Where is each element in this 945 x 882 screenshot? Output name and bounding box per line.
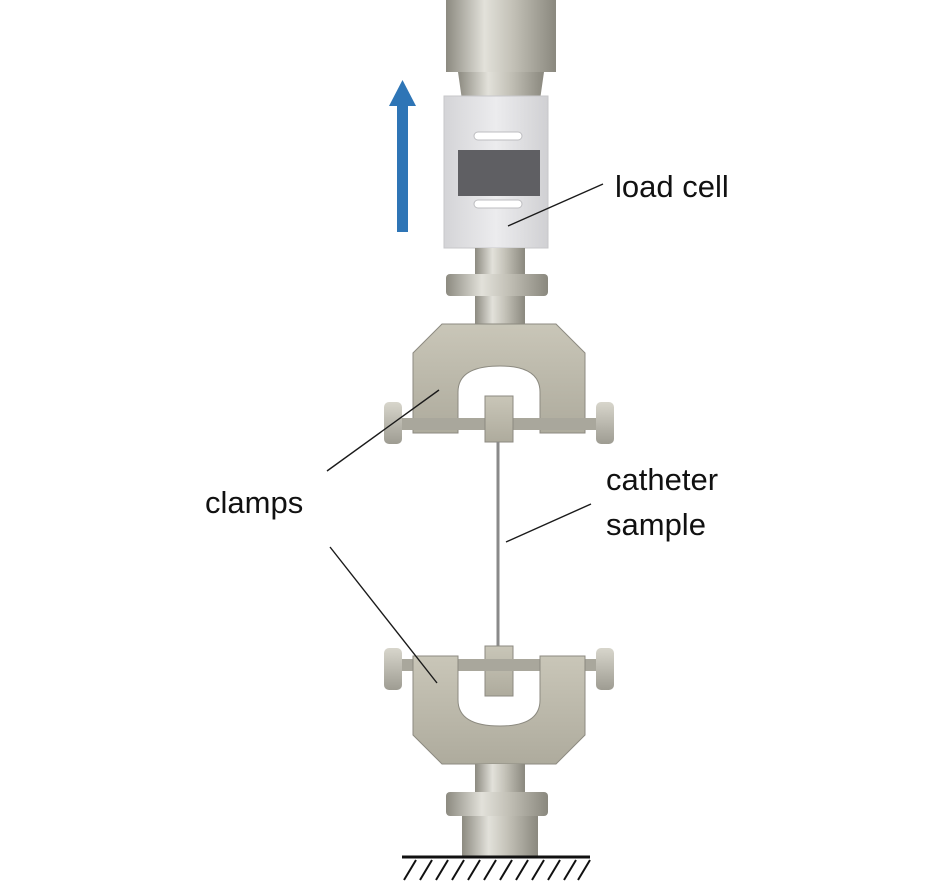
upper-connector (446, 248, 548, 324)
ground-hatch-icon (402, 855, 591, 881)
upper-rod (446, 0, 556, 105)
clamp-upper-leader (326, 389, 440, 472)
clamp-lower-leader (329, 546, 438, 684)
load-cell-label: load cell (615, 169, 729, 204)
catheter-leader (505, 503, 592, 543)
load-cell (443, 95, 549, 249)
upper-clamp (384, 323, 614, 444)
arrow-up-icon (389, 80, 416, 232)
catheter-label-line1: catheter (606, 462, 718, 497)
catheter-label-line2: sample (606, 507, 706, 542)
load-cell-leader (507, 183, 604, 227)
lower-connector (446, 764, 548, 856)
clamps-label: clamps (205, 485, 303, 520)
lower-clamp (384, 645, 614, 765)
leader-lines (326, 183, 604, 684)
